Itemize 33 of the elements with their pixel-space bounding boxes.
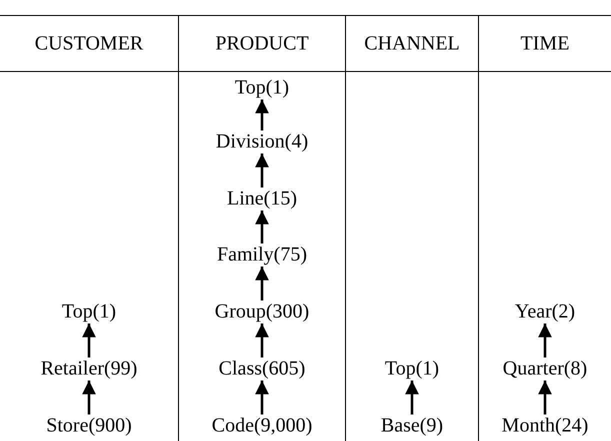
arrow [255,380,269,414]
table-column [345,15,478,441]
level-label: Line(15) [225,188,299,210]
level-label: Code(9,000) [210,414,314,438]
level-label: Top(1) [60,300,118,324]
level-label: Top(1) [382,358,442,380]
column-header: CUSTOMER [34,32,144,55]
level-label: Division(4) [214,130,310,154]
table-column [478,15,611,441]
arrow [538,324,552,358]
column-header: TIME [520,32,570,55]
arrow [405,380,419,414]
arrow [255,154,269,188]
level-label: Base(9) [378,414,446,438]
level-label: Store(900) [44,414,134,438]
level-label: Quarter(8) [500,358,590,380]
level-label: Family(75) [215,244,309,266]
level-label: Year(2) [512,300,578,324]
level-label: Retailer(99) [38,358,140,380]
column-header: CHANNEL [364,32,460,55]
level-label: Class(605) [216,358,308,380]
arrow [82,324,96,358]
level-label: Group(300) [212,300,312,324]
level-label: Month(24) [500,414,590,438]
arrow [538,380,552,414]
arrow [82,380,96,414]
column-header: PRODUCT [215,32,309,55]
table-column [178,15,345,441]
arrow [255,100,269,130]
level-label: Top(1) [232,76,292,100]
arrow [255,266,269,300]
arrow [255,324,269,358]
arrow [255,210,269,244]
